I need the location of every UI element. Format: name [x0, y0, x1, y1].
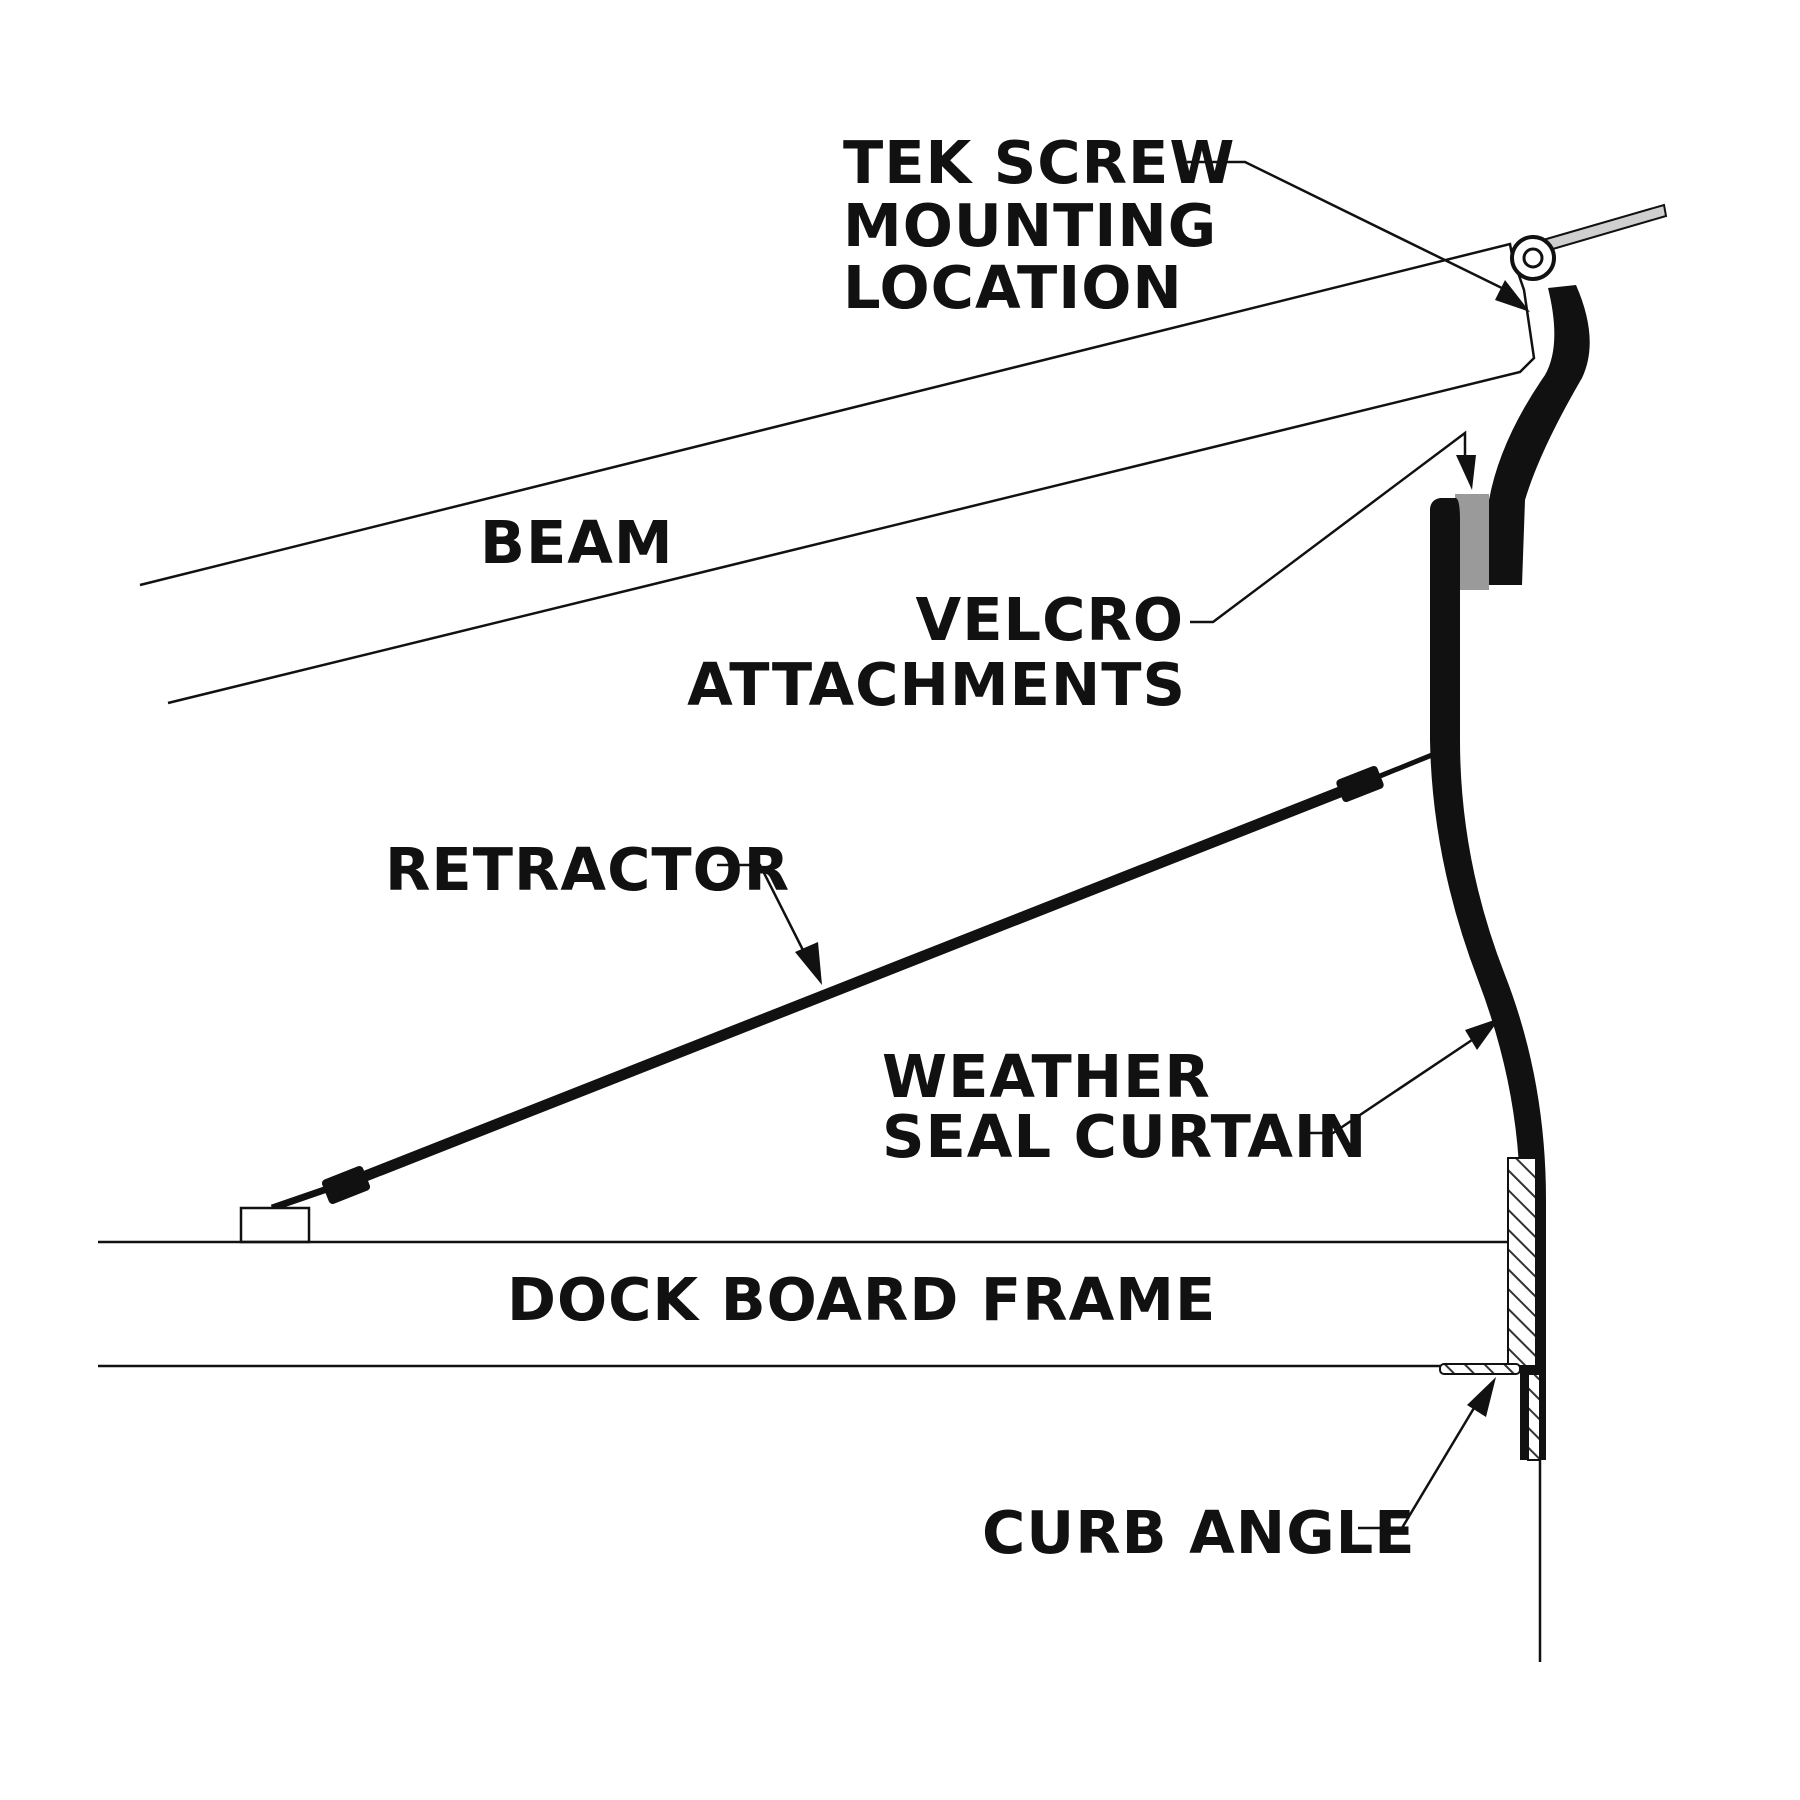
- leaders: [717, 160, 1511, 1530]
- labels: TEK SCREW MOUNTING LOCATION BEAM VELCRO …: [385, 128, 1416, 1567]
- curb-lower-block: [1527, 1373, 1541, 1461]
- curb-angle-label: CURB ANGLE: [982, 1498, 1416, 1567]
- curb-angle-arrow-icon: [1467, 1377, 1496, 1417]
- tek-screw-label-line3: LOCATION: [843, 253, 1183, 322]
- velcro-arrow-icon: [1456, 455, 1476, 490]
- retractor-bracket: [239, 1206, 311, 1244]
- arrowheads: [795, 280, 1530, 1417]
- weather-seal-leader: [1300, 1034, 1479, 1135]
- tek-screw-label-line2: MOUNTING: [843, 191, 1217, 260]
- weather-seal-label-line2: SEAL CURTAIN: [882, 1102, 1367, 1171]
- screw-head-inner-icon: [1522, 247, 1544, 269]
- beam: [139, 242, 1536, 705]
- beam-bottom-edge: [167, 254, 1536, 705]
- velcro-label-line1: VELCRO: [916, 585, 1184, 654]
- dock-board-frame-label: DOCK BOARD FRAME: [507, 1265, 1216, 1334]
- velcro-label-line2: ATTACHMENTS: [687, 650, 1186, 719]
- tek-screw: [1510, 203, 1668, 281]
- weather-seal-arrow-icon: [1465, 1018, 1500, 1050]
- retractor-leader: [717, 863, 814, 969]
- velcro-strip: [1455, 494, 1489, 590]
- weather-seal-curtain: [1430, 285, 1590, 1460]
- retractor: [239, 752, 1433, 1244]
- retractor-strap: [327, 784, 1348, 1196]
- retractor-lower-fitting: [321, 1166, 371, 1204]
- retractor-label: RETRACTOR: [385, 835, 790, 904]
- curb-angle: [1439, 1157, 1542, 1662]
- tek-screw-leader: [1187, 160, 1511, 294]
- retractor-arrow-icon: [795, 942, 822, 985]
- screw-shaft: [1541, 203, 1668, 253]
- retractor-cable-lower: [270, 1184, 332, 1212]
- dock-board-frame: [98, 1240, 1520, 1368]
- retractor-cable-upper: [1379, 752, 1433, 779]
- curb-angle-leader: [1358, 1407, 1476, 1530]
- tek-screw-label-line1: TEK SCREW: [843, 128, 1235, 197]
- curb-hatched-block: [1507, 1157, 1537, 1367]
- retractor-upper-fitting: [1336, 765, 1384, 803]
- velcro-leader: [1190, 430, 1467, 624]
- curtain-main: [1430, 498, 1546, 1460]
- beam-label: BEAM: [480, 508, 674, 577]
- curb-angle-leg: [1439, 1363, 1521, 1375]
- weather-seal-label-line1: WEATHER: [882, 1042, 1211, 1111]
- beam-top-edge: [139, 242, 1514, 587]
- curtain-upper-flap: [1487, 285, 1590, 585]
- tek-screw-arrow-icon: [1495, 280, 1530, 312]
